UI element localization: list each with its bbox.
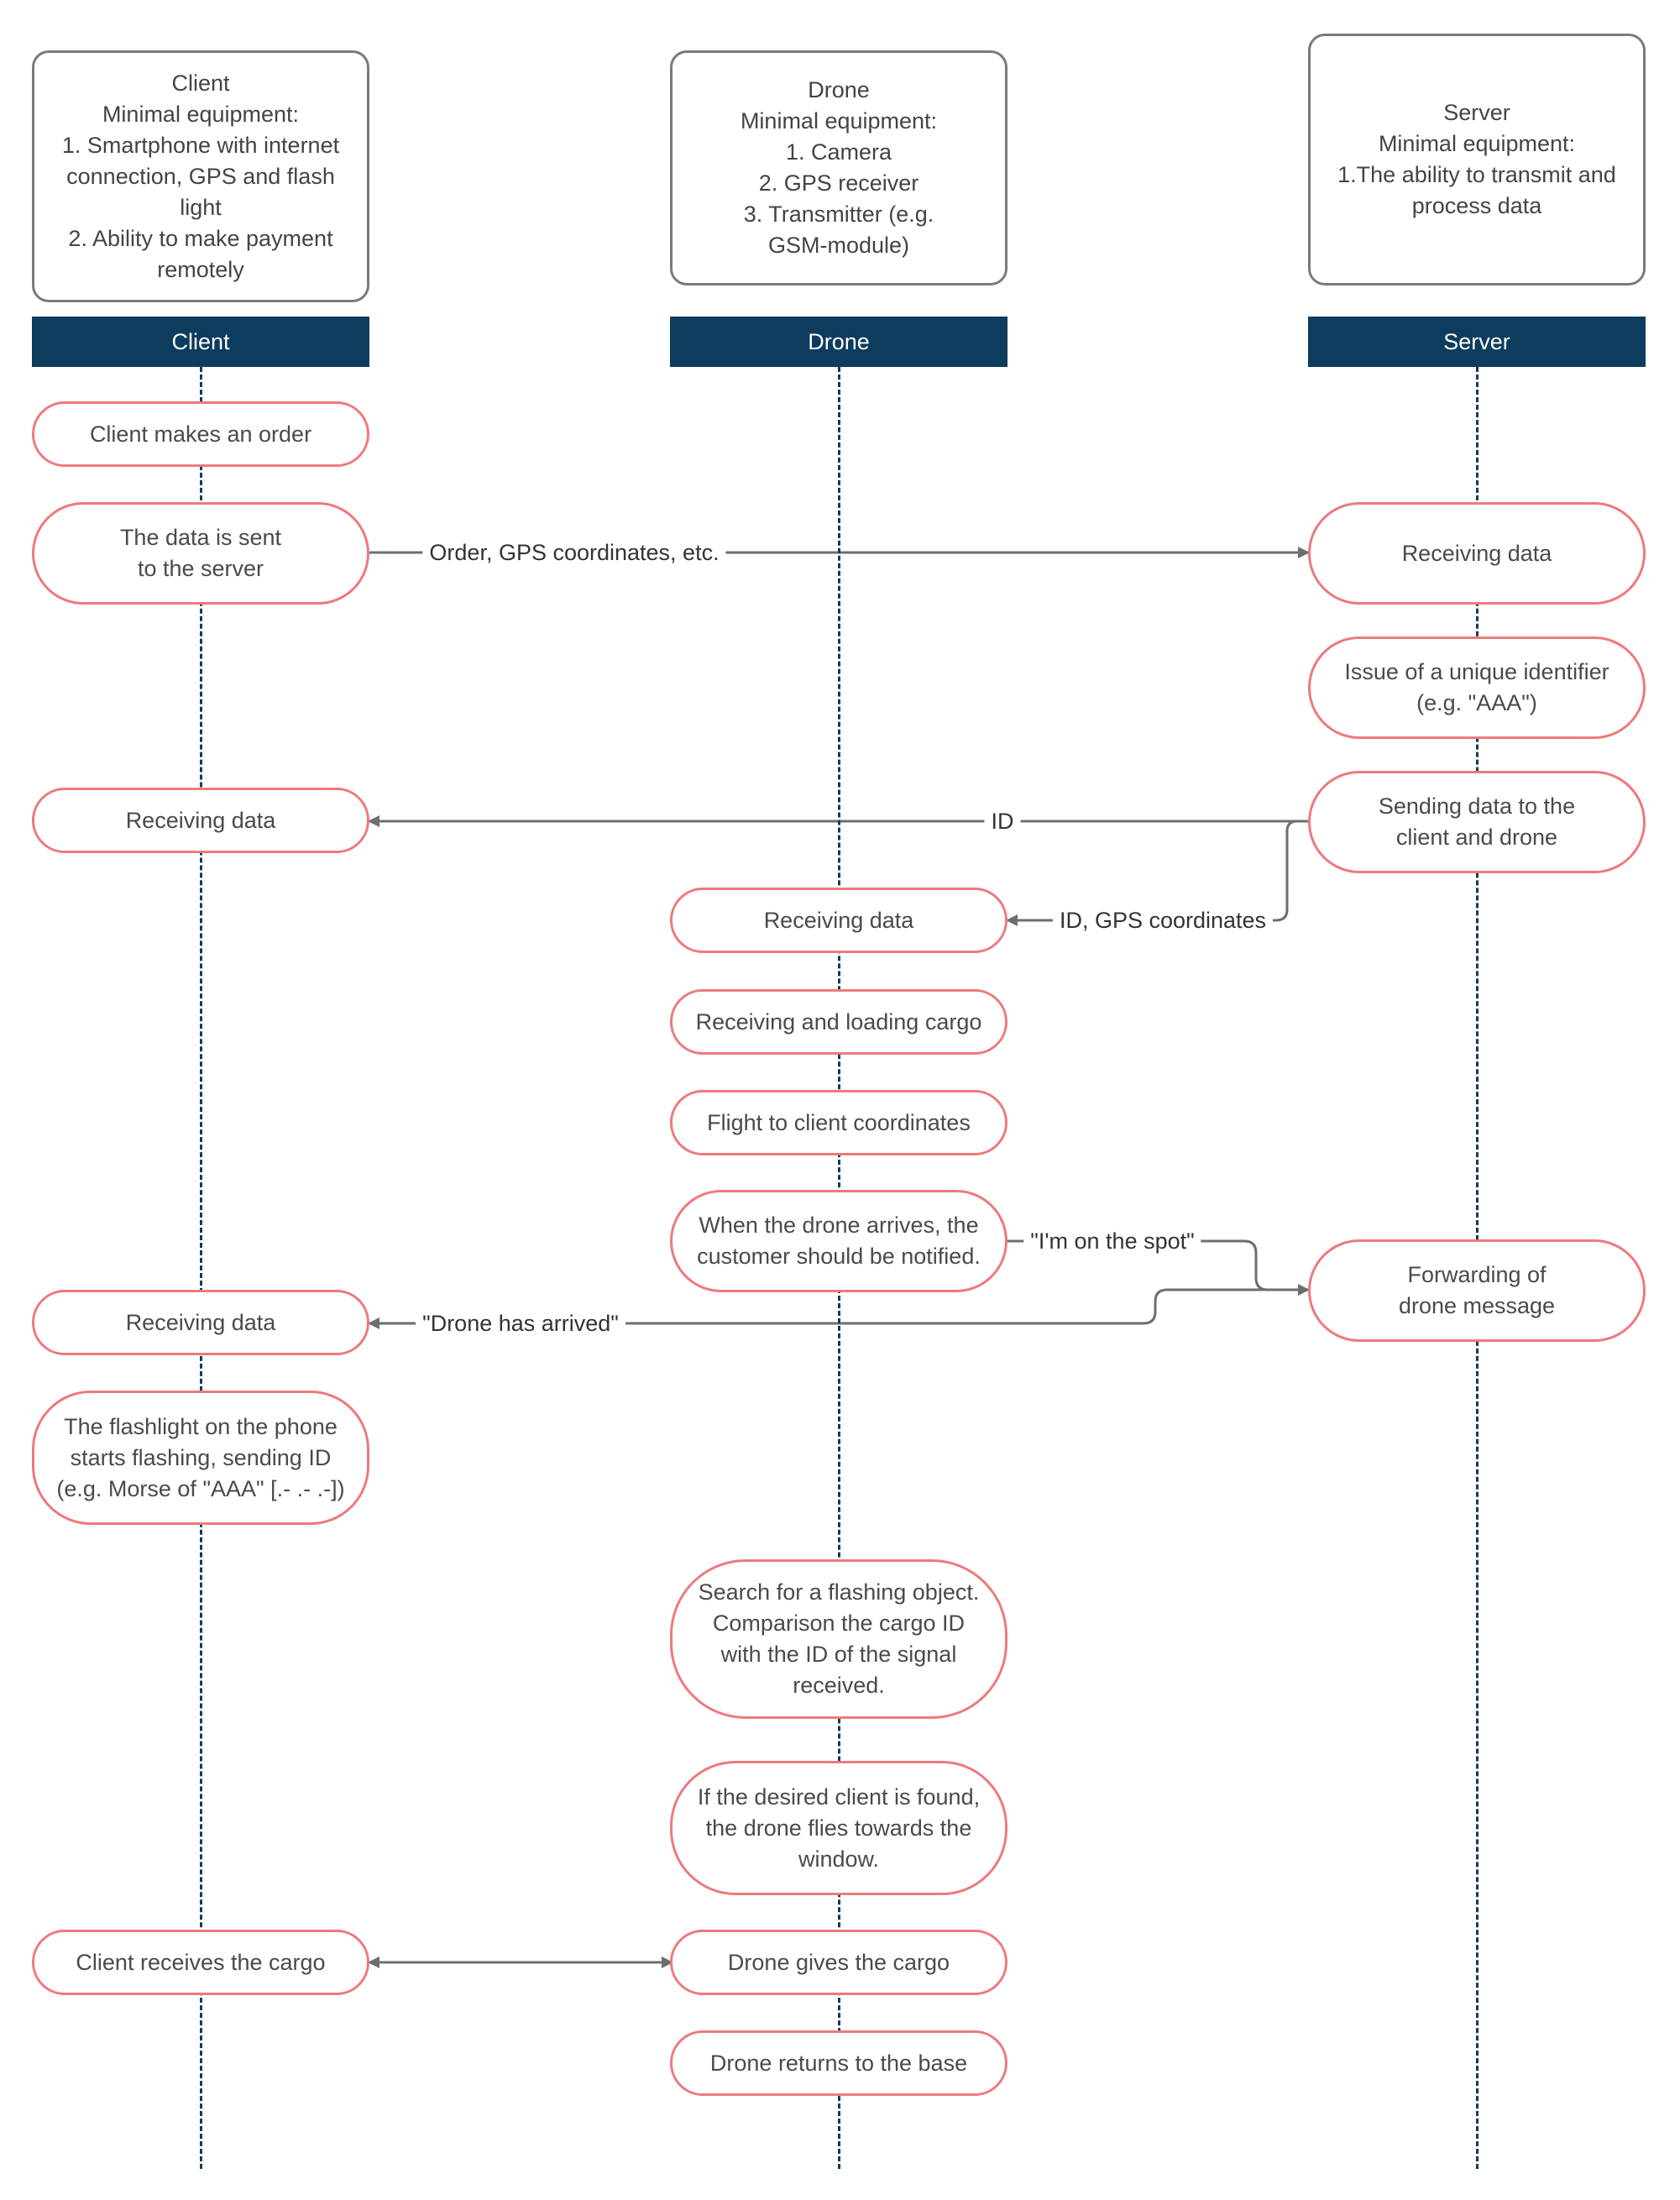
step-client-receives-cargo: Client receives the cargo [32, 1930, 369, 1995]
drone-equipment-box: Drone Minimal equipment: 1. Camera 2. GP… [670, 50, 1007, 285]
step-label: Drone returns to the base [709, 2050, 968, 2076]
lane-header-server: Server [1308, 317, 1646, 367]
equipment-line: Minimal equipment: [1378, 131, 1576, 156]
step-client-receiving-arrival: Receiving data [32, 1290, 369, 1355]
step-label: Comparison the cargo ID [712, 1611, 966, 1636]
step-label: received. [793, 1673, 885, 1698]
equipment-line: Client [171, 70, 230, 96]
step-label: Receiving data [125, 1309, 276, 1335]
equipment-line: 2. GPS receiver [758, 170, 919, 196]
step-label: to the server [137, 556, 264, 581]
step-drone-search: Search for a flashing object. Comparison… [670, 1559, 1007, 1719]
step-drone-gives-cargo: Drone gives the cargo [670, 1930, 1007, 1995]
message-label-id-gps: ID, GPS coordinates [1052, 906, 1274, 935]
equipment-line: process data [1411, 193, 1542, 218]
step-label: window. [798, 1846, 880, 1872]
step-drone-arrives: When the drone arrives, the customer sho… [670, 1190, 1007, 1292]
equipment-line: 2. Ability to make payment [68, 225, 333, 251]
step-label: Flight to client coordinates [707, 1109, 971, 1135]
equipment-line: 3. Transmitter (e.g. [743, 202, 934, 227]
lifeline-client [200, 367, 202, 2169]
step-label: customer should be notified. [697, 1244, 981, 1269]
step-label: (e.g. Morse of "AAA" [.- .- .-]) [56, 1475, 345, 1501]
step-label: Receiving data [1401, 540, 1552, 566]
step-label: client and drone [1395, 825, 1558, 850]
step-label: The data is sent [119, 525, 282, 550]
step-drone-found-client: If the desired client is found, the dron… [670, 1761, 1007, 1895]
step-label: Receiving data [125, 807, 276, 833]
step-label: Drone gives the cargo [727, 1949, 950, 1975]
step-label: Search for a flashing object. [698, 1579, 980, 1605]
lane-header-client: Client [32, 317, 369, 367]
step-data-sent-to-server: The data is sent to the server [32, 502, 369, 605]
message-label-id: ID [984, 807, 1021, 835]
step-label: the drone flies towards the [705, 1815, 972, 1841]
equipment-line: Drone [808, 77, 870, 102]
equipment-line: remotely [157, 256, 244, 282]
equipment-line: light [180, 194, 222, 220]
step-label: with the ID of the signal [720, 1642, 957, 1667]
step-client-flashlight: The flashlight on the phone starts flash… [32, 1391, 369, 1525]
equipment-line: Minimal equipment: [102, 101, 300, 127]
step-server-forwarding: Forwarding of drone message [1308, 1239, 1646, 1342]
equipment-line: Server [1443, 100, 1510, 125]
step-drone-receiving-data: Receiving data [670, 888, 1007, 953]
message-label-order: Order, GPS coordinates, etc. [422, 538, 726, 567]
equipment-line: 1. Smartphone with internet [61, 132, 340, 158]
equipment-line: connection, GPS and flash [66, 163, 335, 189]
step-drone-flight: Flight to client coordinates [670, 1090, 1007, 1155]
message-label-on-spot: "I'm on the spot" [1023, 1227, 1201, 1255]
server-equipment-box: Server Minimal equipment: 1.The ability … [1308, 34, 1646, 285]
step-label: drone message [1398, 1293, 1556, 1318]
step-label: (e.g. "AAA") [1416, 690, 1537, 715]
step-label: The flashlight on the phone [64, 1413, 338, 1439]
step-label: Receiving data [763, 907, 914, 933]
message-label-arrived: "Drone has arrived" [416, 1309, 625, 1338]
step-label: Client receives the cargo [76, 1949, 326, 1975]
step-client-makes-order: Client makes an order [32, 401, 369, 467]
step-label: Issue of a unique identifier [1344, 659, 1609, 684]
equipment-line: GSM-module) [767, 233, 910, 258]
equipment-line: 1. Camera [785, 139, 892, 165]
step-drone-loading-cargo: Receiving and loading cargo [670, 989, 1007, 1055]
step-label: Sending data to the [1378, 794, 1576, 819]
step-label: starts flashing, sending ID [70, 1444, 332, 1470]
step-label: Receiving and loading cargo [695, 1008, 982, 1035]
step-server-issue-id: Issue of a unique identifier (e.g. "AAA"… [1308, 636, 1646, 739]
step-server-receiving-data: Receiving data [1308, 502, 1646, 605]
step-label: If the desired client is found, [697, 1784, 981, 1810]
lane-header-drone: Drone [670, 317, 1007, 367]
equipment-line: Minimal equipment: [740, 108, 938, 134]
step-label: When the drone arrives, the [699, 1213, 979, 1238]
equipment-line: 1.The ability to transmit and [1337, 162, 1616, 187]
client-equipment-box: Client Minimal equipment: 1. Smartphone … [32, 50, 369, 302]
step-label: Forwarding of [1407, 1262, 1547, 1287]
step-client-receiving-id: Receiving data [32, 788, 369, 853]
step-server-sending-data: Sending data to the client and drone [1308, 771, 1646, 873]
step-label: Client makes an order [89, 421, 312, 447]
step-drone-returns: Drone returns to the base [670, 2030, 1007, 2096]
